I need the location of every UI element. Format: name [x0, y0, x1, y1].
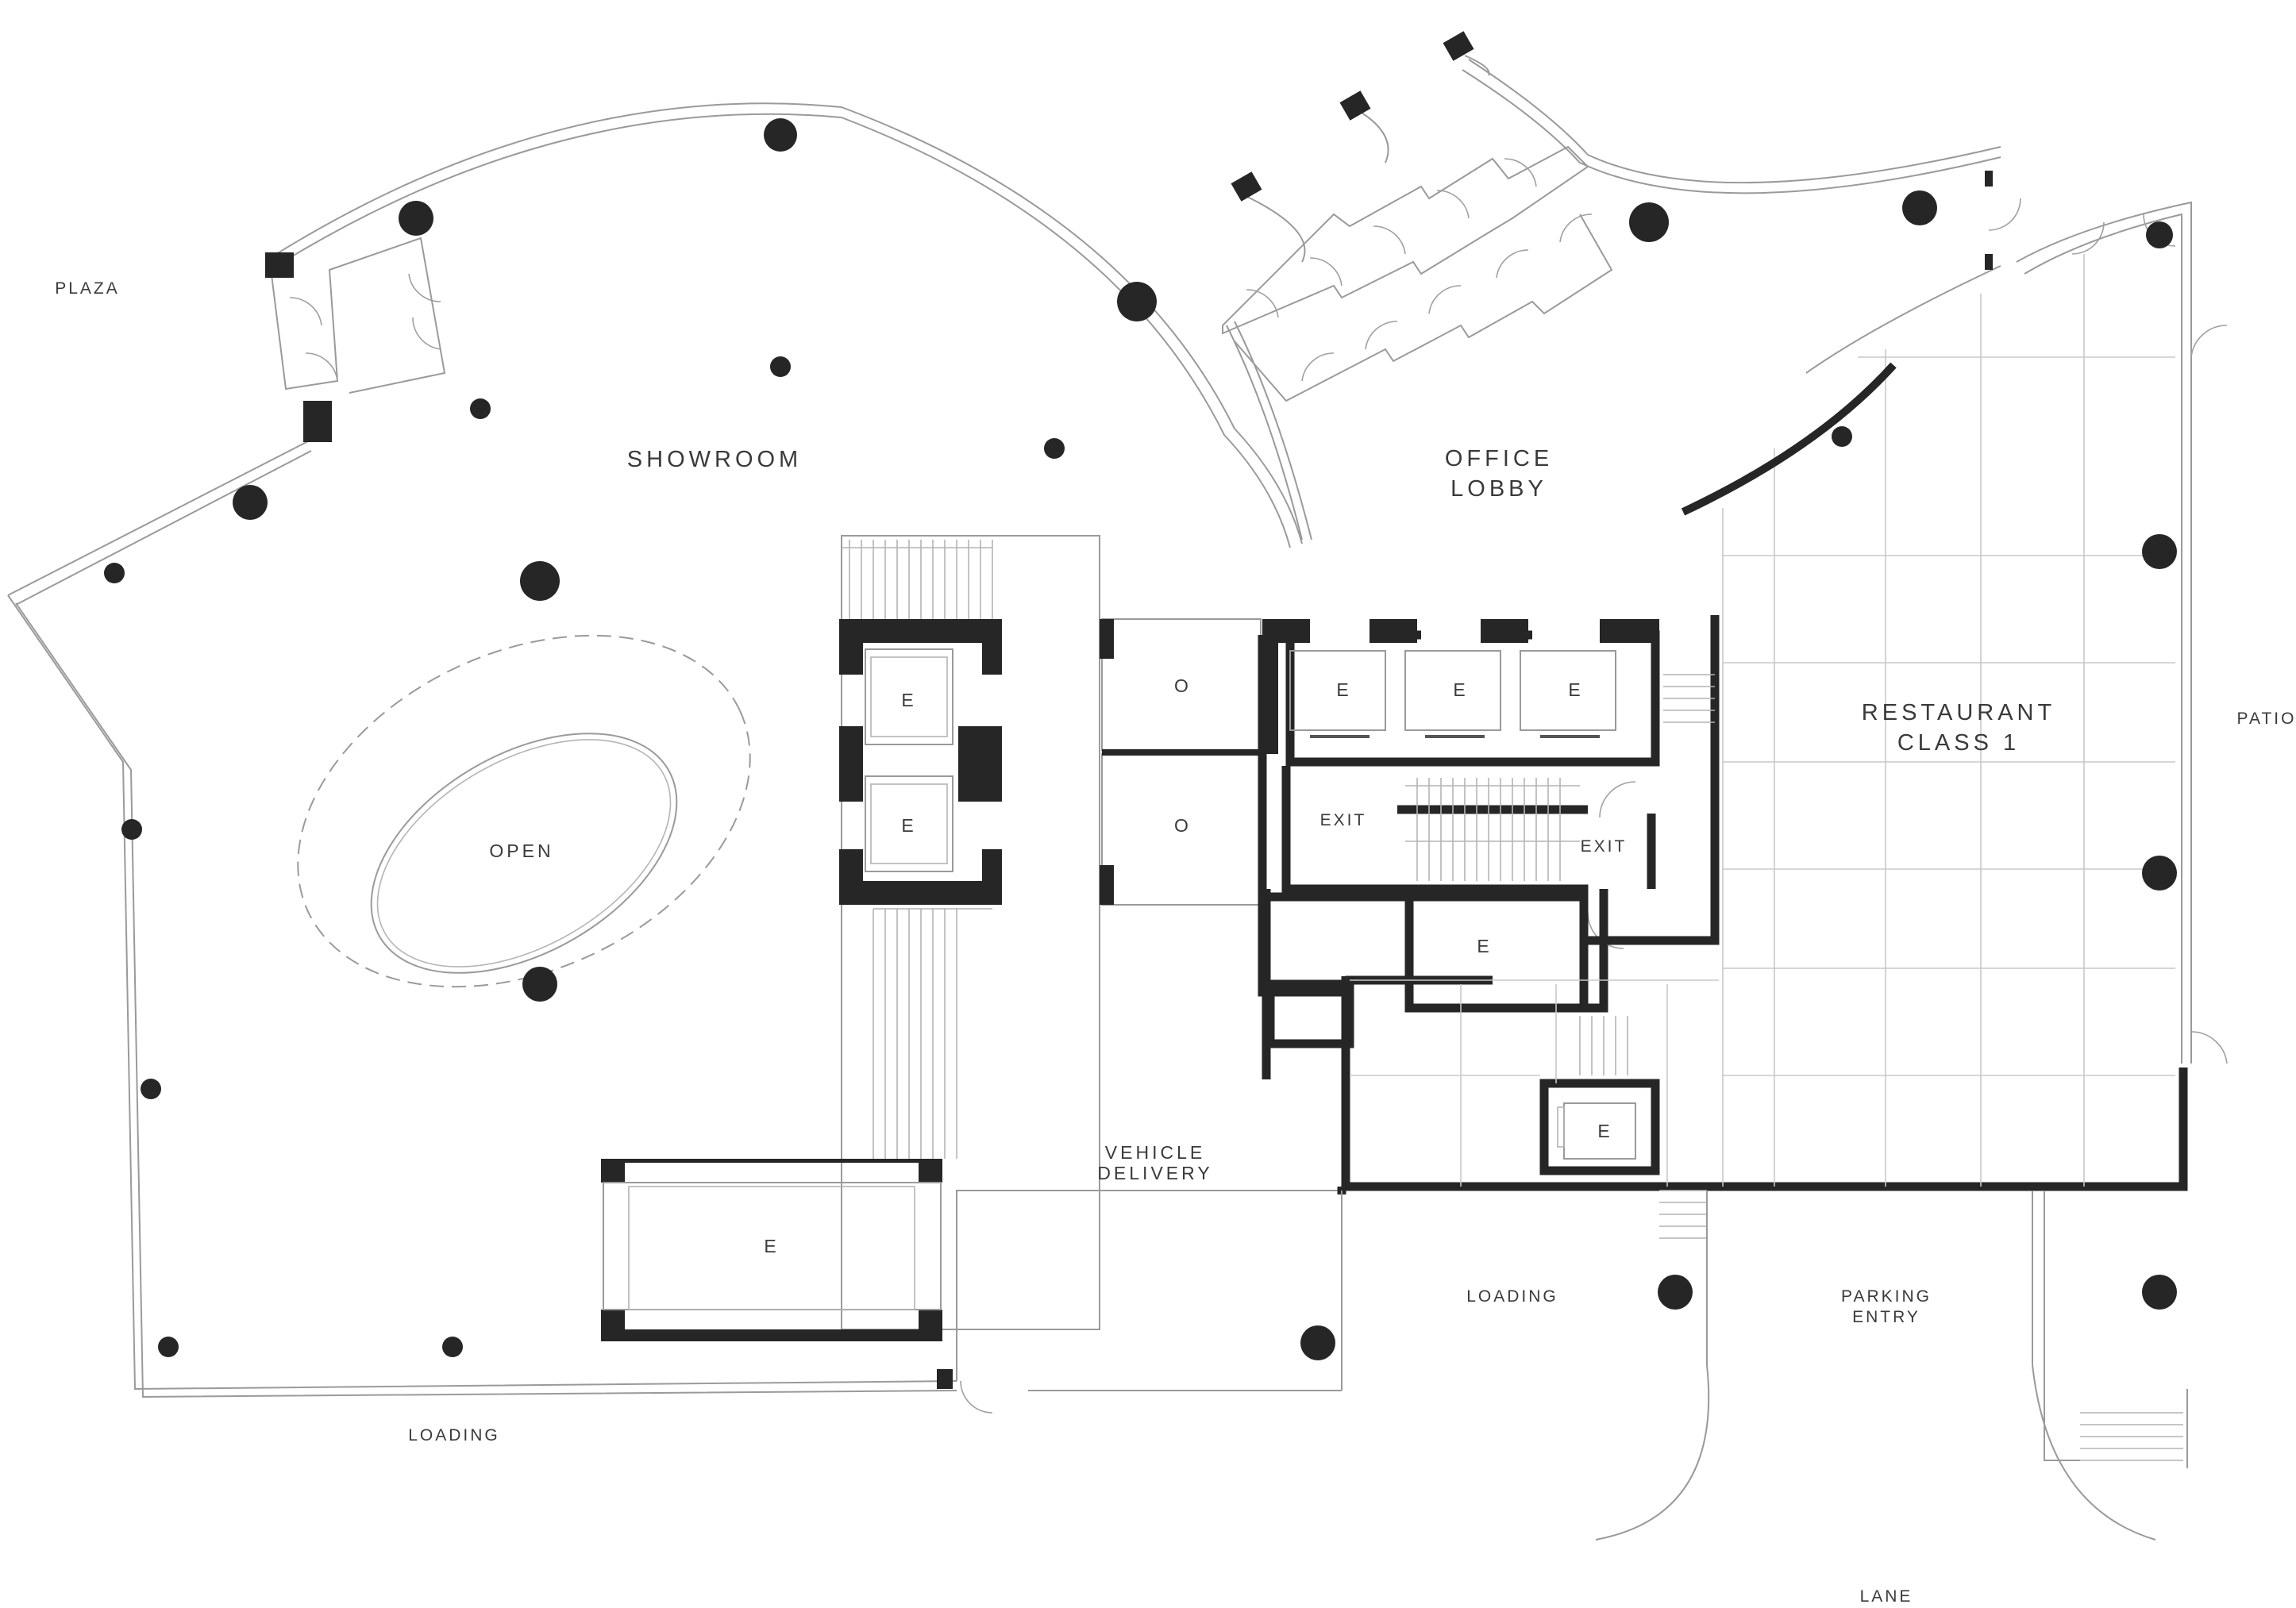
freight-elevator [601, 1159, 942, 1341]
label-exit-2: EXIT [1581, 837, 1628, 856]
label-office-2: O [1174, 815, 1192, 836]
plaza-vestibule [265, 237, 446, 442]
label-vehicle-delivery-2: DELIVERY [1097, 1163, 1212, 1183]
label-elevator-8: E [764, 1236, 779, 1256]
label-elevator-3: E [1336, 679, 1351, 700]
central-core [839, 535, 1100, 1330]
label-elevator-1: E [901, 690, 916, 710]
label-loading-west: LOADING [408, 1426, 500, 1445]
canopy-piers [1231, 31, 1474, 202]
label-office-lobby-2: LOBBY [1450, 476, 1547, 502]
office-vestibule [1222, 145, 1613, 402]
label-lane: LANE [1860, 1587, 1913, 1606]
east-stairs [1579, 674, 2183, 1461]
label-office-lobby-1: OFFICE [1445, 446, 1553, 471]
office-rooms [1100, 618, 1262, 906]
label-patio: PATIO [2237, 710, 2296, 728]
label-restaurant-2: CLASS 1 [1897, 730, 2020, 756]
room-labels: PLAZA SHOWROOM OFFICE LOBBY RESTAURANT C… [55, 279, 2296, 1606]
restaurant-grid [1350, 171, 2228, 1187]
label-elevator-6: E [1477, 936, 1492, 956]
open-atrium [297, 634, 751, 988]
label-parking-entry-2: ENTRY [1852, 1308, 1920, 1326]
label-office-1: O [1174, 675, 1192, 696]
label-elevator-4: E [1453, 679, 1468, 700]
label-exit-1: EXIT [1320, 811, 1367, 829]
label-elevator-2: E [901, 815, 916, 836]
loading-ramps [937, 1191, 2188, 1541]
label-open: OPEN [489, 841, 553, 861]
label-elevator-5: E [1568, 679, 1583, 700]
office-lobby-facade [1226, 55, 2001, 540]
east-block-boundary [1258, 615, 2188, 1194]
label-showroom: SHOWROOM [627, 447, 802, 472]
label-loading-east: LOADING [1466, 1287, 1558, 1306]
label-plaza: PLAZA [55, 279, 120, 298]
label-parking-entry-1: PARKING [1841, 1287, 1932, 1306]
label-vehicle-delivery-1: VEHICLE [1105, 1142, 1205, 1163]
columns [104, 118, 2177, 1360]
label-elevator-7: E [1597, 1121, 1612, 1141]
label-restaurant-1: RESTAURANT [1862, 700, 2055, 725]
